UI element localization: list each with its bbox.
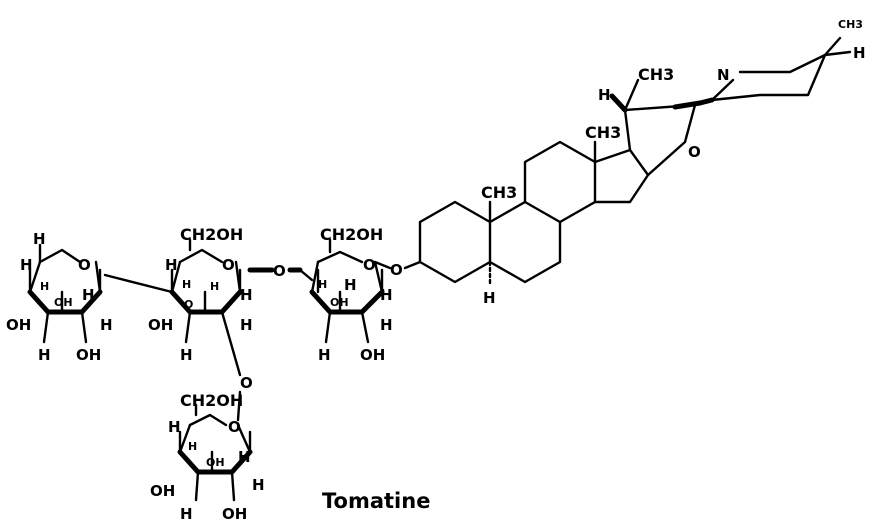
compound-name: Tomatine: [322, 489, 430, 513]
atom-h-label: H: [252, 476, 265, 494]
atom-h-label: H: [180, 505, 193, 521]
atom-h-label: H: [33, 230, 46, 248]
atom-n-label: N: [717, 66, 730, 84]
steroid-skeleton: [403, 78, 703, 287]
atom-h-label: H: [318, 278, 327, 291]
atom-o-label: O: [273, 262, 286, 280]
atom-h-label: H: [40, 280, 49, 293]
atom-ch3-label: CH3: [481, 183, 517, 202]
atom-o-label: O: [228, 418, 241, 436]
atom-ch2oh-label: CH2OH: [180, 225, 243, 244]
atom-oh-label: OH: [330, 296, 349, 309]
atom-h-label: H: [100, 316, 113, 334]
atom-oh-label: OH: [54, 296, 73, 309]
atom-h-label: H: [168, 418, 181, 436]
atom-ch3-label: CH3: [638, 65, 674, 84]
atom-h-label: H: [38, 346, 51, 364]
atom-h-label: H: [240, 316, 253, 334]
atom-o-label: O: [222, 256, 235, 274]
atom-oh-label: OH: [222, 505, 247, 521]
atom-h-label: H: [165, 256, 178, 274]
atom-h-label: H: [318, 346, 331, 364]
atom-h-label: H: [344, 276, 357, 294]
atom-oh-label: OH: [206, 456, 225, 469]
atom-ch2oh-label: CH2OH: [180, 391, 243, 410]
atom-o-label: O: [240, 374, 253, 392]
sugar-ring-glucose-bottom: [177, 390, 253, 502]
atom-h-label: H: [180, 346, 193, 364]
atom-ch2oh-label: CH2OH: [320, 225, 383, 244]
atom-oh-label: OH: [76, 346, 101, 364]
atom-h-label: H: [240, 286, 253, 304]
atom-o-label: O: [688, 143, 701, 161]
atom-o-label: O: [78, 256, 91, 274]
atom-oh-label: OH: [360, 346, 385, 364]
atom-h-label: H: [380, 286, 393, 304]
atom-ch3-label: CH3: [585, 123, 621, 142]
atom-oh-label: OH: [150, 482, 175, 500]
sugar-ring-xylose: [27, 243, 103, 344]
atom-h-label: H: [188, 440, 197, 453]
atom-h-label: H: [598, 86, 611, 104]
atom-h-label: H: [380, 316, 393, 334]
atom-oh-label: OH: [148, 316, 173, 334]
atom-ch3-label: CH3: [838, 18, 863, 31]
atom-h-label: H: [20, 256, 33, 274]
atom-h-label: H: [182, 278, 191, 291]
atom-o-label: O: [184, 298, 193, 311]
atom-o-label: O: [363, 256, 376, 274]
atom-h-label: H: [82, 286, 95, 304]
atom-h-label: H: [853, 44, 866, 62]
atom-oh-label: OH: [6, 316, 31, 334]
sugar-ring-galactose: [298, 238, 392, 344]
atom-h-label: H: [483, 289, 496, 307]
sugar-ring-glucose: [169, 238, 243, 377]
atom-o-label: O: [390, 261, 403, 279]
atom-h-label: H: [238, 448, 251, 466]
atom-h-label: H: [210, 280, 219, 293]
